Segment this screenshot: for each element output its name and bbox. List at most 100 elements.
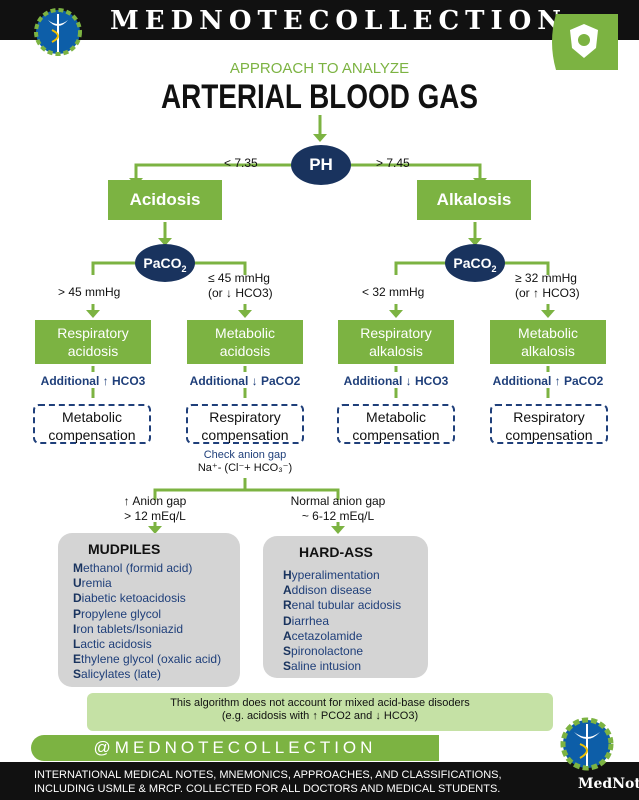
footer-line1: INTERNATIONAL MEDICAL NOTES, MNEMONICS, … bbox=[34, 769, 502, 781]
list-item: Renal tubular acidosis bbox=[283, 598, 401, 613]
caduceus-logo-icon bbox=[34, 8, 82, 56]
acid-right-condition: ≤ 45 mmHg (or ↓ HCO3) bbox=[208, 271, 273, 301]
normal-anion-gap-label: Normal anion gap~ 6-12 mEq/L bbox=[276, 494, 400, 524]
list-item: Methanol (formid acid) bbox=[73, 561, 221, 576]
mnemonic-letter: H bbox=[283, 568, 292, 582]
mnemonic-letter: R bbox=[283, 598, 292, 613]
mnemonic-rest: thylene glycol (oxalic acid) bbox=[81, 652, 222, 667]
box-line1: Respiratory bbox=[57, 325, 129, 341]
acid-right-condition-line2: (or ↓ HCO3) bbox=[208, 286, 273, 300]
mnemonic-letter: A bbox=[283, 628, 292, 643]
mnemonic-letter: U bbox=[73, 576, 82, 591]
alkalosis-box: Alkalosis bbox=[417, 180, 531, 220]
footer-line2: INCLUDING USMLE & MRCP. COLLECTED FOR AL… bbox=[34, 783, 501, 795]
note-line2: (e.g. acidosis with ↑ PCO2 and ↓ HCO3) bbox=[221, 710, 419, 722]
compensation-box-2: Respiratory compensation bbox=[186, 404, 304, 444]
additional-1: Additional ↑ HCO3 bbox=[40, 374, 146, 388]
mnemonic-letter: A bbox=[283, 583, 292, 598]
instagram-icon[interactable]: ◎ bbox=[518, 744, 536, 762]
list-item: Spironolactone bbox=[283, 644, 401, 659]
acidosis-box: Acidosis bbox=[108, 180, 222, 220]
list-item: Propylene glycol bbox=[73, 607, 221, 622]
brand-title: MEDNOTECOLLECTION bbox=[110, 6, 568, 36]
mnemonic-letter: S bbox=[283, 644, 292, 659]
mnemonic-letter: E bbox=[73, 652, 82, 667]
disclaimer-note: This algorithm does not account for mixe… bbox=[87, 693, 553, 731]
mnemonic-letter: D bbox=[283, 613, 292, 628]
mnemonic-letter: P bbox=[73, 606, 82, 621]
mednote-shield-icon bbox=[552, 14, 618, 70]
acid-left-condition: > 45 mmHg bbox=[58, 285, 121, 299]
acid-paco2-node: PaCO2 bbox=[135, 244, 195, 282]
alk-paco2-node: PaCO2 bbox=[445, 244, 505, 282]
list-item: Acetazolamide bbox=[283, 629, 401, 644]
mnemonic-letter: S bbox=[283, 659, 292, 674]
mnemonic-rest: ddison disease bbox=[291, 583, 372, 598]
mnemonic-letter: L bbox=[73, 637, 81, 652]
list-item: Addison disease bbox=[283, 583, 401, 598]
alk-right-condition: ≥ 32 mmHg (or ↑ HCO3) bbox=[515, 271, 580, 301]
mnemonic-rest: ropylene glycol bbox=[81, 606, 162, 621]
note-line1: This algorithm does not account for mixe… bbox=[170, 697, 470, 709]
mnemonic-letter: D bbox=[73, 591, 82, 606]
facebook-icon[interactable]: f bbox=[496, 744, 514, 762]
mnemonic-letter: M bbox=[73, 561, 83, 575]
additional-3: Additional ↓ HCO3 bbox=[343, 374, 449, 388]
mudpiles-title: MUDPILES bbox=[88, 541, 161, 557]
list-item: Salicylates (late) bbox=[73, 667, 221, 682]
mnemonic-rest: iarrhea bbox=[291, 613, 330, 628]
pinterest-icon[interactable]: P bbox=[474, 744, 492, 762]
footer-background bbox=[0, 762, 639, 800]
box-line1: Metabolic bbox=[518, 325, 578, 341]
additional-4: Additional ↑ PaCO2 bbox=[492, 374, 604, 388]
anion-check-formula: Na⁺- (Cl⁻+ HCO₃⁻) bbox=[197, 462, 293, 474]
high-gap-line1: ↑ Anion gap bbox=[123, 494, 187, 508]
mnemonic-rest: cetazolamide bbox=[291, 628, 363, 643]
list-item: Uremia bbox=[73, 576, 221, 591]
paco2-text: PaCO bbox=[453, 255, 492, 271]
alk-left-condition: < 32 mmHg bbox=[362, 285, 425, 299]
mnemonic-rest: alicylates (late) bbox=[81, 667, 162, 682]
telegram-icon[interactable]: ➤ bbox=[452, 744, 470, 762]
anion-gap-check: Check anion gap Na⁺- (Cl⁻+ HCO₃⁻) bbox=[175, 449, 315, 475]
comp-line2: compensation bbox=[48, 427, 136, 443]
list-item: Diabetic ketoacidosis bbox=[73, 591, 221, 606]
high-anion-gap-label: ↑ Anion gap> 12 mEq/L bbox=[95, 494, 215, 524]
anion-check-line1: Check anion gap bbox=[203, 449, 287, 461]
hardass-title: HARD-ASS bbox=[299, 544, 373, 560]
list-item: Saline intusion bbox=[283, 659, 401, 674]
box-line1: Metabolic bbox=[215, 325, 275, 341]
list-item: Ethylene glycol (oxalic acid) bbox=[73, 652, 221, 667]
mnemonic-rest: iabetic ketoacidosis bbox=[81, 591, 186, 606]
comp-line2: compensation bbox=[352, 427, 440, 443]
paco2-subscript: 2 bbox=[491, 263, 497, 274]
box-line2: alkalosis bbox=[521, 343, 575, 359]
mnemonic-rest: ron tablets/Isoniazid bbox=[76, 621, 184, 636]
high-gap-line2: > 12 mEq/L bbox=[124, 509, 186, 523]
paco2-text: PaCO bbox=[143, 255, 182, 271]
subtitle: APPROACH TO ANALYZE bbox=[229, 60, 410, 77]
comp-line2: compensation bbox=[201, 427, 289, 443]
normal-gap-line2: ~ 6-12 mEq/L bbox=[301, 509, 375, 523]
footer-description: INTERNATIONAL MEDICAL NOTES, MNEMONICS, … bbox=[34, 768, 594, 796]
comp-line1: Respiratory bbox=[209, 409, 281, 425]
mnemonic-letter: S bbox=[73, 667, 82, 682]
mnemonic-rest: remia bbox=[81, 576, 112, 591]
header-bar bbox=[0, 0, 639, 40]
mnemonic-rest: enal tubular acidosis bbox=[291, 598, 402, 613]
high-ph-label: > 7.45 bbox=[376, 156, 410, 170]
mnemonic-rest: aline intusion bbox=[291, 659, 362, 674]
footer-handle[interactable]: @MEDNOTECOLLECTION bbox=[31, 735, 439, 761]
mnemonic-letter: I bbox=[73, 621, 77, 636]
